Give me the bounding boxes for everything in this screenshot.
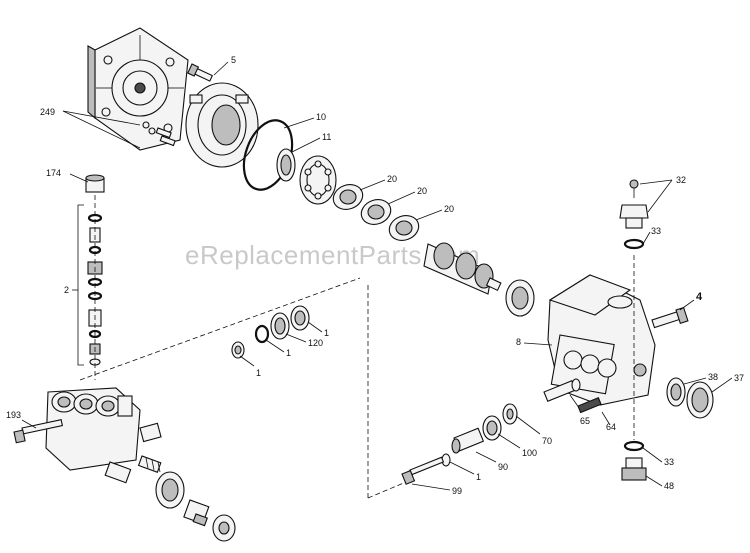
- spacer-tube: [451, 427, 485, 454]
- callout-33-bottom: 33: [664, 457, 674, 467]
- plate-bolts: [142, 121, 176, 147]
- callout-90: 90: [498, 462, 508, 472]
- crankcase-bearing: [505, 279, 535, 317]
- inlet-nut: [155, 471, 185, 509]
- callout-8: 8: [516, 337, 521, 347]
- o-ring-33-bottom: [623, 440, 645, 452]
- ball-bearing: [299, 155, 337, 205]
- inlet-spring: [137, 455, 162, 473]
- callout-65: 65: [580, 416, 590, 426]
- pump-manifold: [45, 387, 162, 484]
- axis-line-center-2: [367, 481, 407, 499]
- inlet-fitting: [183, 499, 210, 527]
- bearing-flange: [185, 82, 259, 168]
- valve-seal-120: [270, 312, 290, 340]
- callout-100: 100: [522, 448, 537, 458]
- callout-11: 11: [322, 132, 331, 142]
- callout-99: 99: [452, 486, 462, 496]
- inlet-cap: [212, 514, 236, 542]
- manifold-bolt: [13, 419, 64, 444]
- sight-glass-plug: [686, 381, 714, 419]
- callout-1-lower: 1: [476, 472, 481, 482]
- oil-fill-vent: [619, 179, 649, 229]
- connecting-rod-1: [332, 184, 364, 210]
- flange-bolt: [187, 63, 214, 82]
- connecting-rod-2: [360, 199, 392, 225]
- seal-retainer: [502, 403, 518, 425]
- callout-38: 38: [708, 372, 718, 382]
- callout-249: 249: [40, 107, 55, 117]
- axis-line-upper: [79, 277, 361, 381]
- callout-37: 37: [734, 373, 744, 383]
- crankshaft: [423, 242, 502, 295]
- callout-20-b: 20: [417, 186, 427, 196]
- callout-20-c: 20: [444, 204, 454, 214]
- callout-33-top: 33: [651, 226, 661, 236]
- o-ring-valve: [254, 324, 270, 344]
- callout-193: 193: [6, 410, 21, 420]
- plunger-guide: [543, 378, 581, 402]
- callout-48: 48: [664, 481, 674, 491]
- callout-20-a: 20: [387, 174, 397, 184]
- long-screw: [401, 456, 445, 485]
- valve-seal-c: [231, 341, 245, 359]
- crankcase: [547, 274, 656, 406]
- o-ring-33-top: [623, 238, 645, 250]
- connecting-rod-3: [388, 215, 420, 241]
- crankcase-bolt: [651, 306, 689, 329]
- callout-32: 32: [676, 175, 686, 185]
- unloader-cap: [85, 174, 105, 193]
- cover-plate: [87, 27, 189, 151]
- callout-5: 5: [231, 55, 236, 65]
- callout-10: 10: [316, 112, 326, 122]
- oil-seal: [276, 148, 296, 182]
- sight-glass-seal: [666, 377, 686, 407]
- callout-64: 64: [606, 422, 616, 432]
- callout-4: 4: [696, 291, 703, 303]
- callout-174: 174: [46, 168, 61, 178]
- callout-1-a: 1: [324, 328, 329, 338]
- seal-ring: [482, 415, 502, 441]
- valve-seal-a: [290, 305, 310, 331]
- bracket-2: [77, 204, 84, 366]
- plunger: [577, 397, 602, 414]
- callout-2: 2: [64, 285, 69, 295]
- callout-120: 120: [308, 338, 323, 348]
- callout-1-b: 1: [286, 348, 291, 358]
- callout-70: 70: [542, 436, 552, 446]
- drain-plug: [621, 457, 647, 481]
- callout-1-c: 1: [256, 368, 261, 378]
